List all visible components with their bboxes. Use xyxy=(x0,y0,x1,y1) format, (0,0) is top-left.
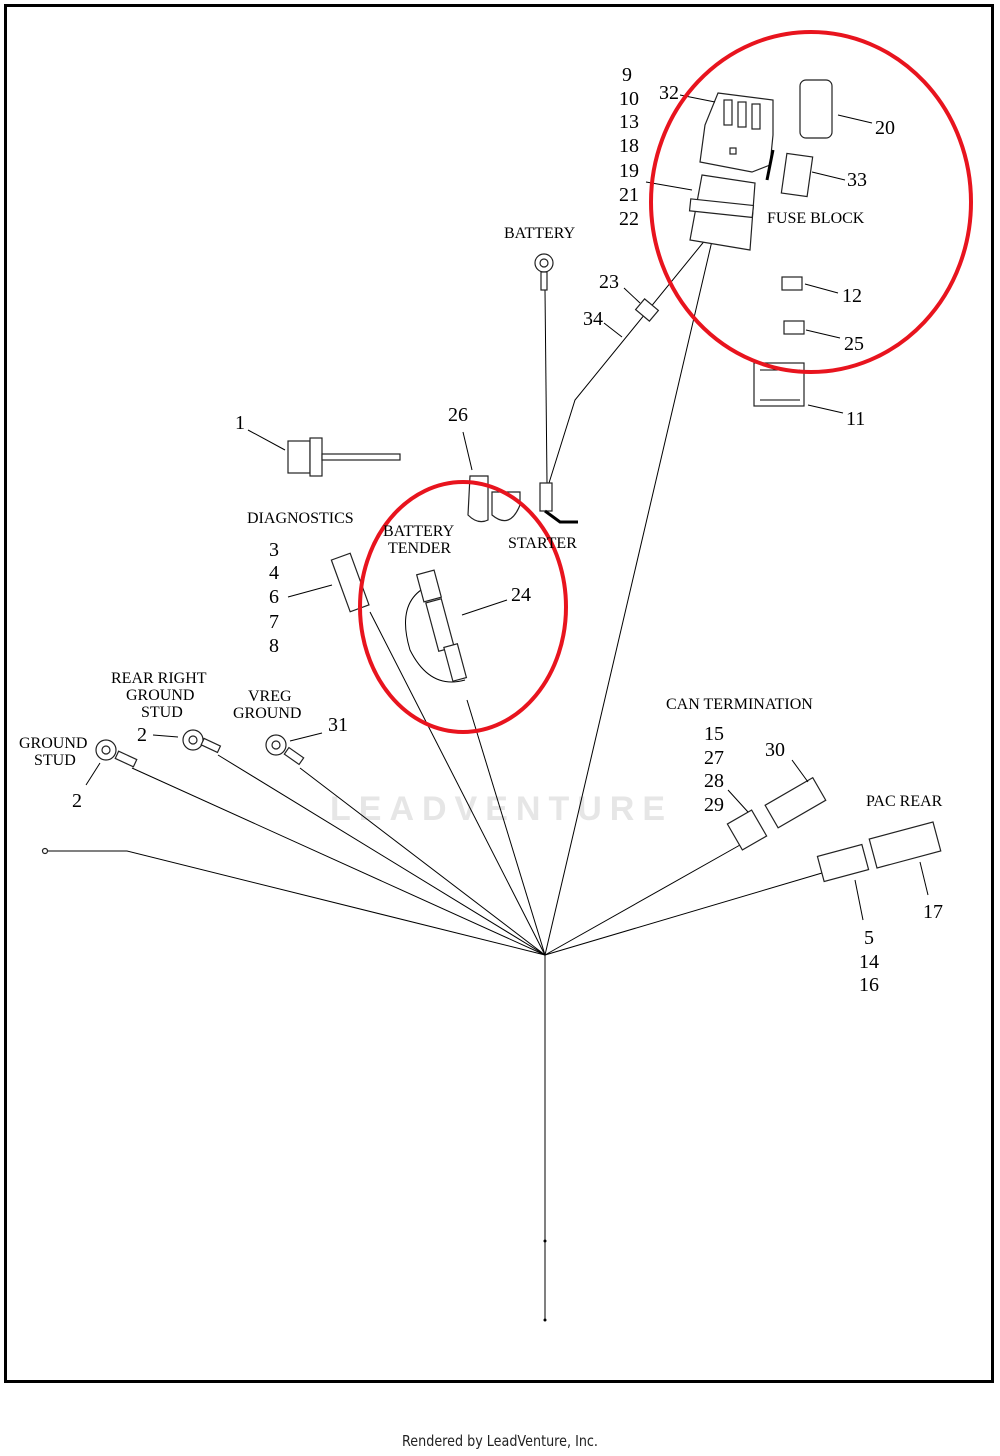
pac-rear-connector[interactable] xyxy=(816,821,942,883)
callout-29: 29 xyxy=(704,794,724,816)
callout-27: 27 xyxy=(704,747,724,769)
rear-right-ground-eyelet[interactable] xyxy=(182,729,222,754)
callout-16: 16 xyxy=(859,974,879,996)
callout-17: 17 xyxy=(923,901,943,923)
can-termination-connector[interactable] xyxy=(726,776,827,851)
battery-tender-highlight-ring xyxy=(358,480,568,734)
callout-21: 21 xyxy=(619,184,639,206)
label-battery-tender-1: BATTERY xyxy=(383,523,455,540)
label-ground-stud-1: GROUND xyxy=(19,735,87,752)
callout-34: 34 xyxy=(583,308,603,330)
label-ground-stud-2: STUD xyxy=(34,752,76,769)
starter-connector[interactable] xyxy=(539,482,578,524)
fuse-12[interactable] xyxy=(781,276,803,291)
label-can-termination: CAN TERMINATION xyxy=(666,696,813,713)
callout-26: 26 xyxy=(448,404,468,426)
leader-lines xyxy=(85,94,929,921)
fuse-block-cover-32[interactable] xyxy=(699,92,774,173)
fuse-block-highlight-ring xyxy=(649,30,973,374)
fuse-block-seal-20[interactable] xyxy=(799,79,833,139)
callout-5: 5 xyxy=(864,927,874,949)
label-rear-right-3: STUD xyxy=(141,704,183,721)
wiring-harness-diagram: LEADVENTURE xyxy=(19,30,973,1322)
battery-tender-connector-24[interactable] xyxy=(405,569,468,683)
watermark: LEADVENTURE xyxy=(330,790,673,828)
label-starter: STARTER xyxy=(508,535,577,552)
harness-wires xyxy=(41,227,823,1322)
callout-2-rear-right: 2 xyxy=(137,724,147,746)
callout-15: 15 xyxy=(704,723,724,745)
callout-30: 30 xyxy=(765,739,785,761)
callout-22: 22 xyxy=(619,208,639,230)
callout-28: 28 xyxy=(704,770,724,792)
callout-11: 11 xyxy=(846,408,865,430)
label-battery-tender-2: TENDER xyxy=(388,540,451,557)
callout-10: 10 xyxy=(619,88,639,110)
label-fuse-block: FUSE BLOCK xyxy=(767,210,865,227)
callout-18: 18 xyxy=(619,135,639,157)
callout-31: 31 xyxy=(328,714,348,736)
callout-4: 4 xyxy=(269,562,279,584)
connector-23[interactable] xyxy=(634,298,660,322)
callout-numbers: 9 10 13 18 19 21 22 32 20 33 12 25 11 23… xyxy=(72,64,943,996)
label-rear-right-1: REAR RIGHT xyxy=(111,670,207,687)
label-battery: BATTERY xyxy=(504,225,576,242)
part-1-sensor[interactable] xyxy=(287,437,401,477)
vreg-ground-eyelet-31[interactable] xyxy=(265,734,305,766)
ground-stud-eyelet[interactable] xyxy=(95,739,138,768)
label-diagnostics: DIAGNOSTICS xyxy=(247,510,354,527)
callout-12: 12 xyxy=(842,285,862,307)
callout-8: 8 xyxy=(269,635,279,657)
diagram-frame xyxy=(4,4,994,1383)
callout-32: 32 xyxy=(659,82,679,104)
callout-6: 6 xyxy=(269,586,279,608)
callout-13: 13 xyxy=(619,111,639,133)
label-pac-rear: PAC REAR xyxy=(866,793,943,810)
footer-credit: Rendered by LeadVenture, Inc. xyxy=(402,1432,598,1450)
callout-23: 23 xyxy=(599,271,619,293)
label-rear-right-2: GROUND xyxy=(126,687,194,704)
callout-24: 24 xyxy=(511,584,531,606)
label-vreg-2: GROUND xyxy=(233,705,301,722)
fuse-25[interactable] xyxy=(783,320,805,335)
callout-14: 14 xyxy=(859,951,879,973)
callout-3: 3 xyxy=(269,539,279,561)
fuse-block-connector[interactable] xyxy=(688,174,756,251)
callout-9: 9 xyxy=(622,64,632,86)
callout-1: 1 xyxy=(235,412,245,434)
callout-7: 7 xyxy=(269,611,279,633)
callout-25: 25 xyxy=(844,333,864,355)
label-vreg-1: VREG xyxy=(248,688,292,705)
callout-19: 19 xyxy=(619,160,639,182)
callout-2-ground-stud: 2 xyxy=(72,790,82,812)
fuse-block-part-33[interactable] xyxy=(765,149,814,198)
callout-20: 20 xyxy=(875,117,895,139)
callout-33: 33 xyxy=(847,169,867,191)
battery-eyelet[interactable] xyxy=(534,253,554,291)
